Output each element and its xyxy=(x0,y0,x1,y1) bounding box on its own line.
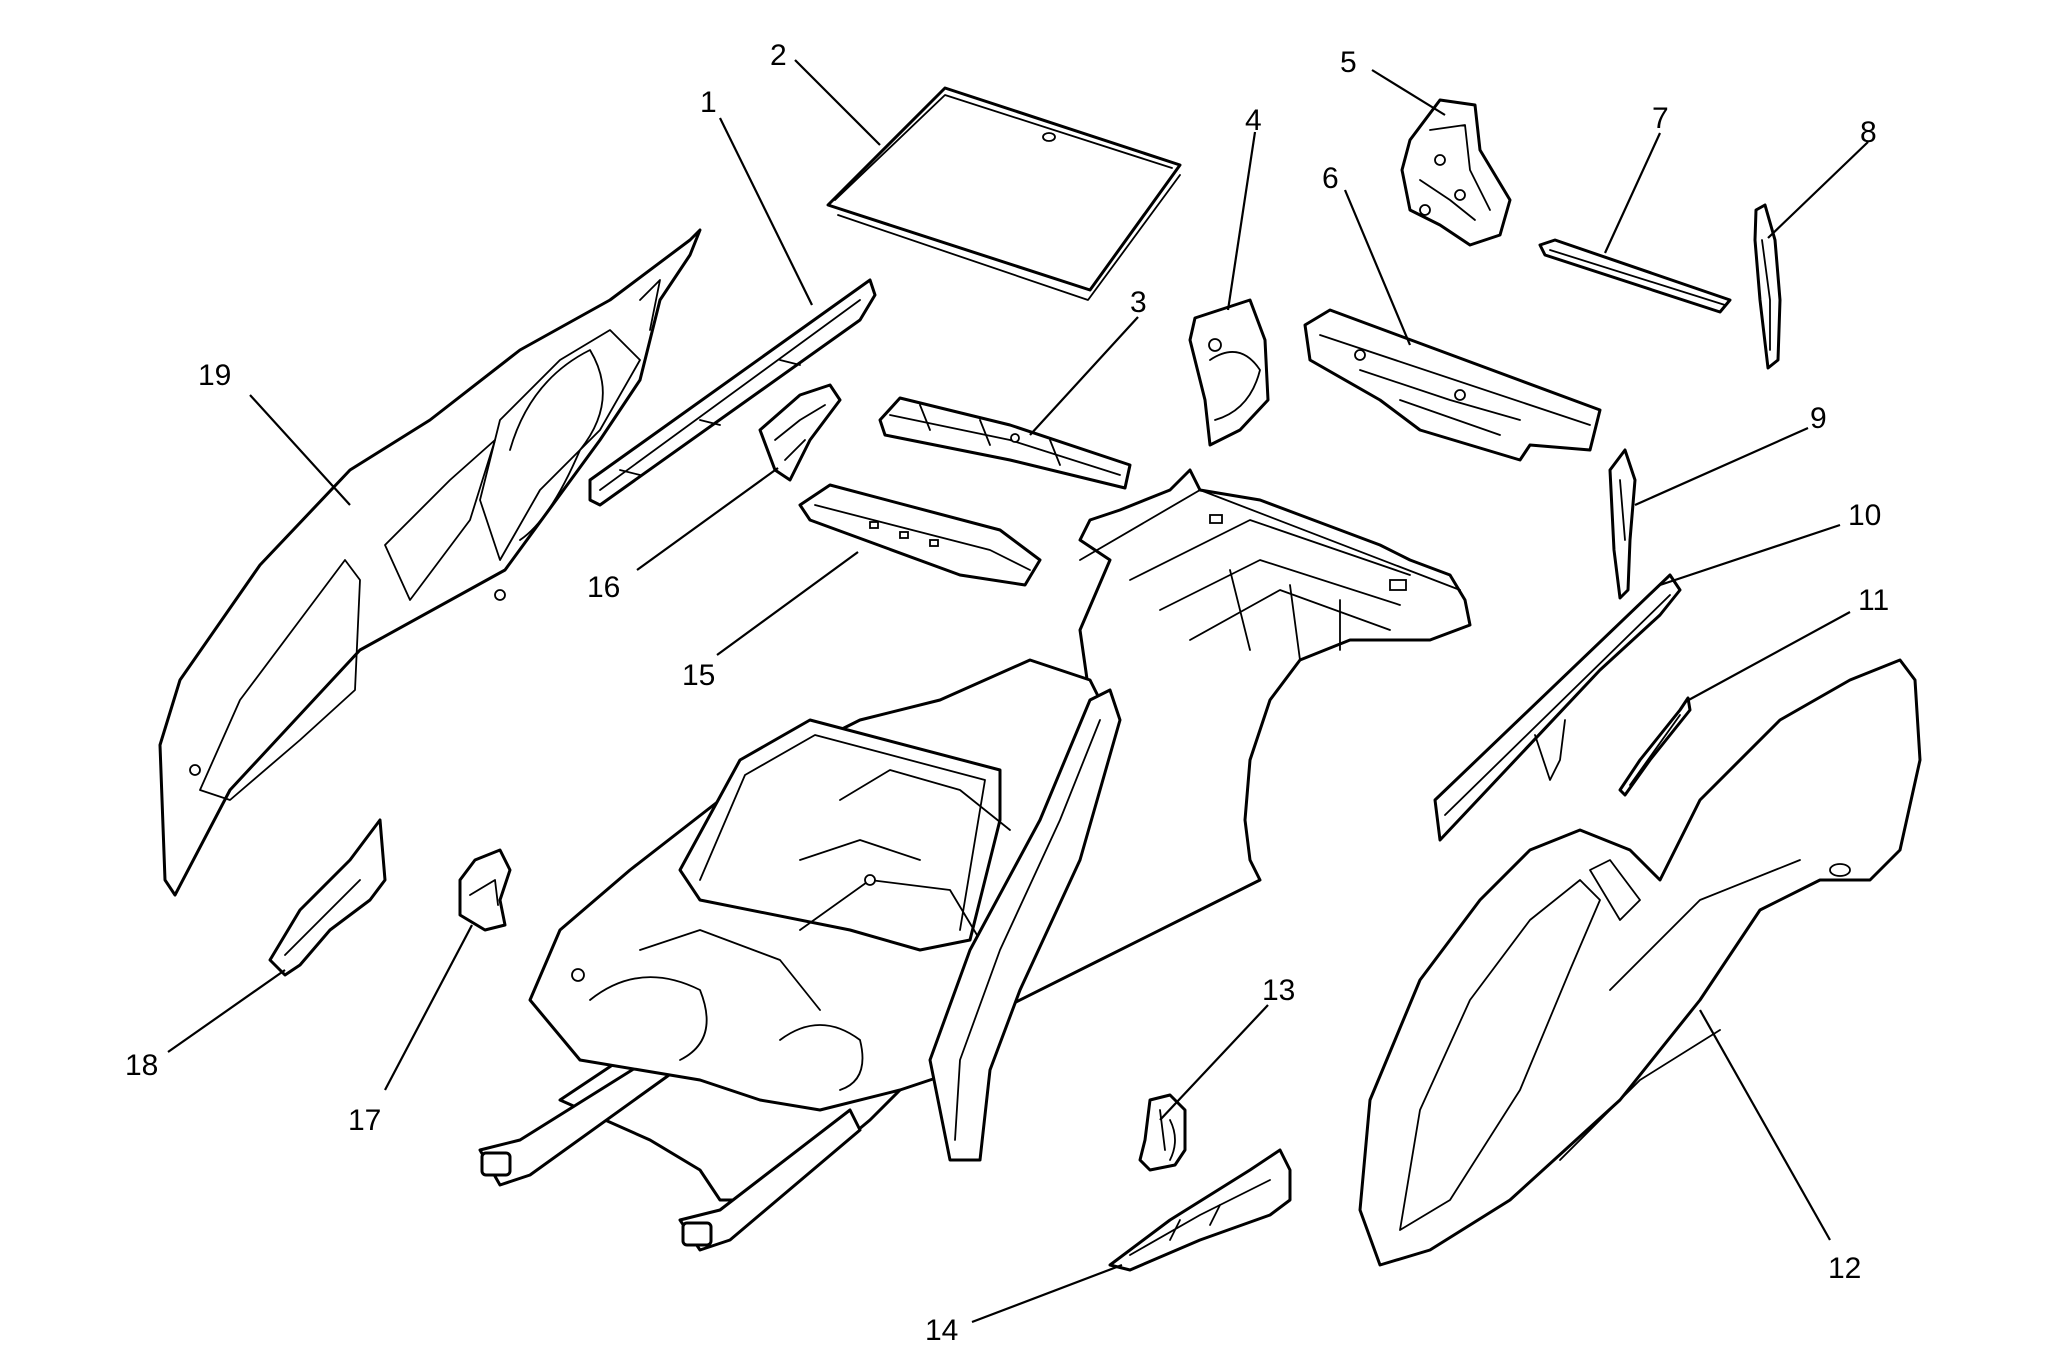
leader-2 xyxy=(794,59,881,146)
part-11-sill-strip xyxy=(1618,696,1692,797)
part-4-wheelhouse-panel xyxy=(1188,298,1270,447)
callout-16: 16 xyxy=(587,571,620,604)
callout-8: 8 xyxy=(1860,116,1877,149)
leader-3 xyxy=(1029,316,1139,436)
leader-15 xyxy=(716,551,859,656)
callout-5: 5 xyxy=(1340,46,1357,79)
leader-9 xyxy=(1634,426,1809,507)
callout-15: 15 xyxy=(682,659,715,692)
part-7-rear-header xyxy=(1538,238,1732,314)
callout-11: 11 xyxy=(1858,584,1889,617)
callout-1: 1 xyxy=(700,86,717,119)
leader-1 xyxy=(719,117,813,306)
leader-8 xyxy=(1767,141,1869,239)
callout-18: 18 xyxy=(125,1049,158,1082)
leader-13 xyxy=(1159,1004,1269,1121)
part-10-rocker-reinforcement xyxy=(1433,573,1682,842)
leader-5 xyxy=(1371,69,1446,116)
part-1-roof-side-rail xyxy=(588,278,877,507)
leader-19 xyxy=(249,394,351,506)
underbody-assembly xyxy=(478,468,1472,1252)
leader-17 xyxy=(384,924,473,1091)
callout-13: 13 xyxy=(1262,974,1295,1007)
callout-17: 17 xyxy=(348,1104,381,1137)
part-19-body-side-outer-left xyxy=(158,228,702,897)
leader-18 xyxy=(167,969,286,1053)
callout-2: 2 xyxy=(770,39,787,72)
callout-4: 4 xyxy=(1245,104,1262,137)
callout-14: 14 xyxy=(925,1314,958,1347)
part-15-dash-panel xyxy=(798,483,1042,587)
part-18-hinge-pillar-panel xyxy=(268,818,387,977)
part-5-pillar-inner-panel xyxy=(1400,98,1512,247)
callout-19: 19 xyxy=(198,359,231,392)
leader-6 xyxy=(1343,189,1412,346)
part-9-center-pillar-reinforcement xyxy=(1608,448,1637,600)
part-6-rear-shelf-panel xyxy=(1303,308,1602,462)
leader-16 xyxy=(636,467,779,571)
part-13-bracket xyxy=(1138,1093,1187,1172)
part-14-rocker-front xyxy=(1108,1148,1292,1272)
part-16-bracket xyxy=(758,383,842,482)
leader-7 xyxy=(1604,132,1661,254)
callout-7: 7 xyxy=(1652,102,1669,135)
callout-labels: 1 2 3 4 5 6 7 8 9 10 11 12 13 14 15 16 1… xyxy=(125,39,1889,1347)
leader-12 xyxy=(1699,1009,1831,1241)
callout-12: 12 xyxy=(1828,1252,1861,1285)
callout-3: 3 xyxy=(1130,286,1147,319)
part-17-bracket xyxy=(458,848,512,932)
part-3-header-panel xyxy=(878,396,1132,490)
leader-11 xyxy=(1684,611,1851,703)
leader-14 xyxy=(971,1263,1123,1324)
callout-9: 9 xyxy=(1810,402,1827,435)
leader-4 xyxy=(1226,131,1257,311)
part-2-roof-panel xyxy=(826,86,1182,301)
part-12-body-side-outer-right xyxy=(1358,658,1922,1267)
leader-10 xyxy=(1659,523,1841,587)
leader-lines xyxy=(167,59,1869,1324)
part-8-pillar-reinforcement xyxy=(1753,203,1782,370)
callout-6: 6 xyxy=(1322,162,1339,195)
callout-10: 10 xyxy=(1848,499,1881,532)
